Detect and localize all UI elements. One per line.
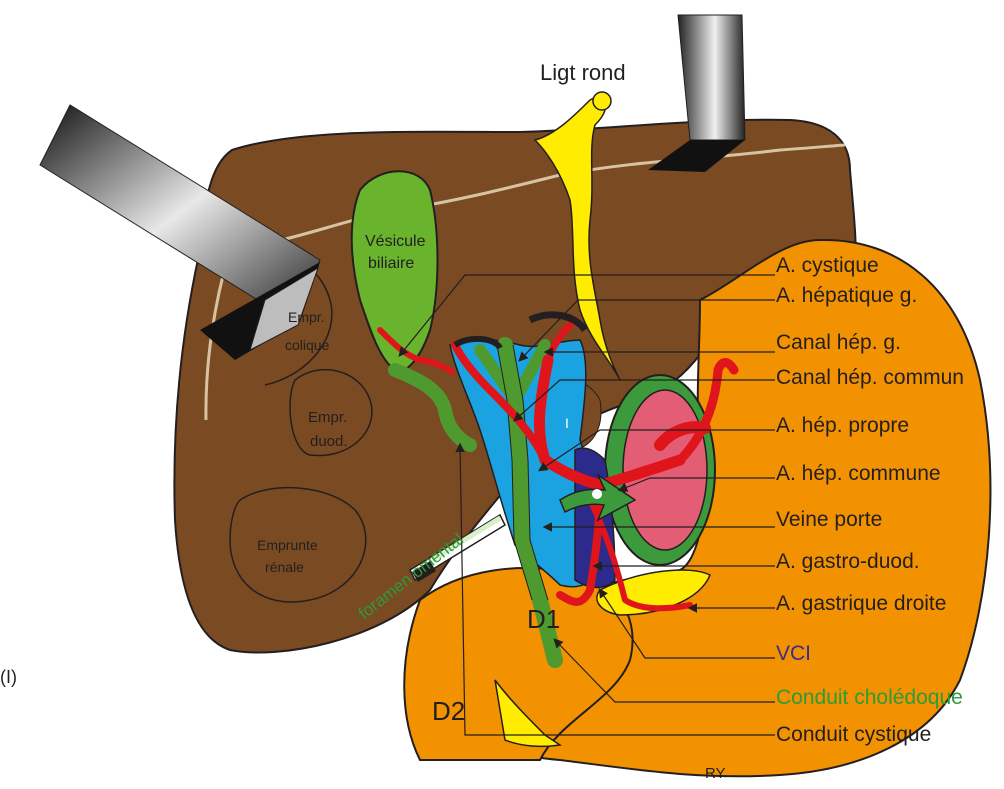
label-vesicule-2: biliaire <box>368 255 414 272</box>
label-conduit-cystique: Conduit cystique <box>776 723 931 746</box>
label-a-hep-commune: A. hép. commune <box>776 462 941 485</box>
label-canal-hep-g: Canal hép. g. <box>776 331 901 354</box>
label-empreinte-renale-1: Emprunte <box>257 537 318 553</box>
label-canal-hep-commun: Canal hép. commun <box>776 366 964 389</box>
label-empr-duod-1: Empr. <box>308 409 347 426</box>
label-d1: D1 <box>527 604 560 634</box>
label-a-cystique: A. cystique <box>776 254 879 277</box>
label-veine-porte: Veine porte <box>776 508 882 531</box>
label-a-gastrique-droite: A. gastrique droite <box>776 592 946 615</box>
right-retractor <box>678 15 745 140</box>
label-empr-colique-2: colique <box>285 337 330 353</box>
caudate-lobe-label: I <box>565 415 569 431</box>
figure-tag: (I) <box>0 667 17 687</box>
label-empreinte-renale-2: rénale <box>265 559 304 575</box>
label-vci: VCI <box>776 642 811 665</box>
foramen-arrow-dot <box>592 489 602 499</box>
label-ry: RY <box>705 765 726 782</box>
label-a-hepatique-g: A. hépatique g. <box>776 284 917 307</box>
label-vesicule-1: Vésicule <box>365 233 426 250</box>
label-a-hep-propre: A. hép. propre <box>776 414 909 437</box>
label-empr-colique-1: Empr. <box>288 309 325 325</box>
label-empr-duod-2: duod. <box>310 433 348 450</box>
label-d2: D2 <box>432 696 465 726</box>
label-a-gastro-duod: A. gastro-duod. <box>776 550 920 573</box>
label-ligt-rond: Ligt rond <box>540 60 626 85</box>
label-conduit-choledoque: Conduit cholédoque <box>776 686 963 709</box>
round-ligament-tip <box>593 92 611 110</box>
